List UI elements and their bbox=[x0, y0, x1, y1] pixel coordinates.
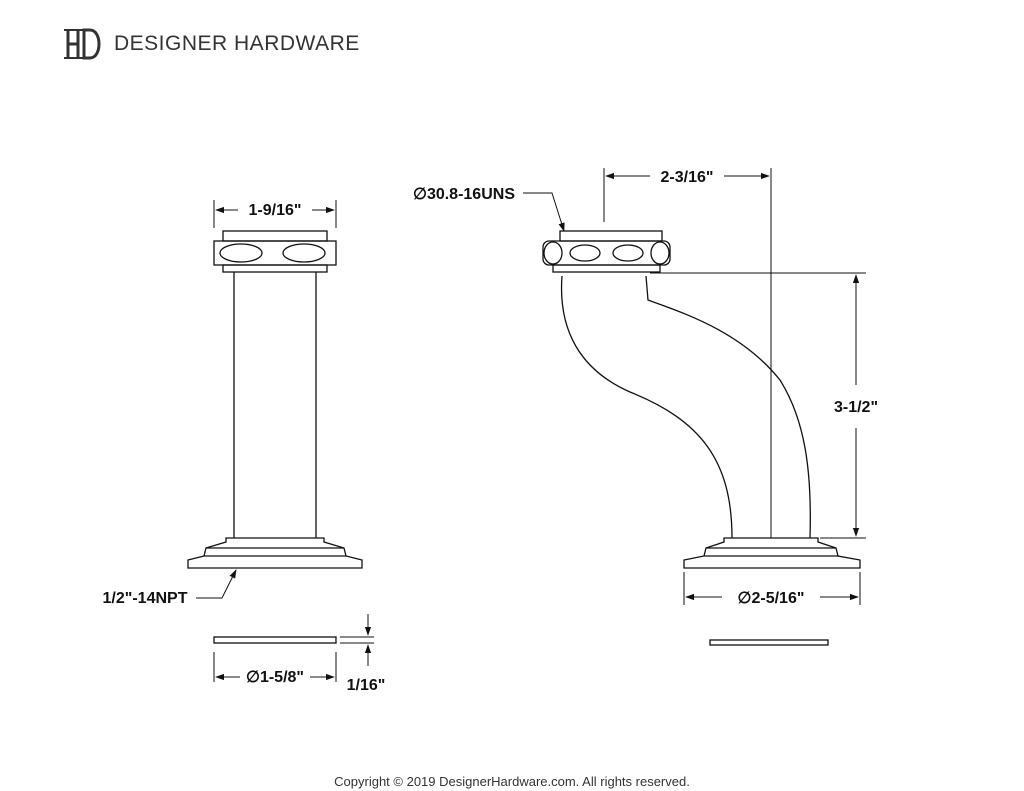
left-width-label: 1-9/16" bbox=[249, 202, 302, 219]
brand-header: DESIGNER HARDWARE bbox=[62, 24, 360, 64]
right-height-label: 3-1/2" bbox=[834, 399, 878, 416]
copyright-notice: Copyright © 2019 DesignerHardware.com. A… bbox=[334, 774, 690, 789]
dh-monogram-icon bbox=[64, 28, 101, 60]
right-offset-label: 2-3/16" bbox=[661, 169, 714, 186]
right-base-diameter-label: ∅2-5/16" bbox=[738, 590, 805, 607]
left-thread-label: 1/2"-14NPT bbox=[103, 590, 188, 607]
washer-diameter-label: ∅1-5/8" bbox=[246, 669, 304, 686]
brand-name: DESIGNER HARDWARE bbox=[114, 32, 360, 55]
right-part bbox=[542, 230, 861, 646]
left-part bbox=[187, 230, 363, 644]
right-thread-label: ∅30.8-16UNS bbox=[413, 186, 515, 203]
right-dimensions bbox=[523, 168, 866, 605]
washer-thickness-label: 1/16" bbox=[347, 677, 386, 694]
left-dimensions bbox=[196, 200, 374, 682]
